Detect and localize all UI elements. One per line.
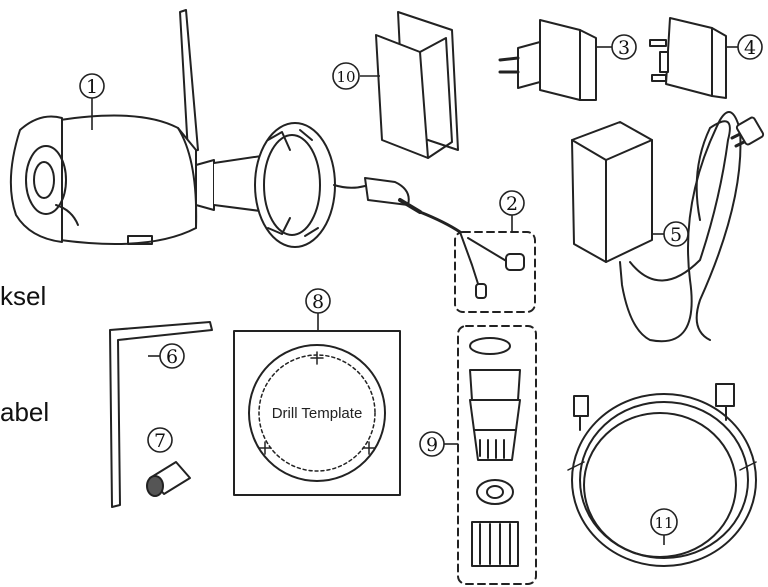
drill-template-label: Drill Template	[272, 405, 363, 422]
callout-10	[332, 62, 360, 90]
callout-2-text: 2	[506, 193, 518, 215]
callout-2	[499, 190, 525, 216]
side-label-top: ksel	[0, 281, 47, 311]
callout-3-text: 3	[618, 37, 630, 59]
callout-4	[737, 34, 763, 60]
callout-7	[147, 427, 173, 453]
uk-plug-icon	[649, 17, 727, 99]
callout-11	[650, 508, 678, 536]
waterproof-kit-icon	[457, 325, 537, 585]
template-icon	[233, 330, 401, 496]
callout-8-text: 8	[312, 291, 324, 313]
power-adapter-icon	[571, 111, 765, 343]
callout-8	[305, 288, 331, 314]
callout-3	[611, 34, 637, 60]
anchor-icon	[146, 461, 191, 497]
hex-key-icon	[109, 321, 213, 508]
callout-9-text: 9	[426, 434, 438, 456]
eu-plug-icon	[498, 19, 597, 101]
ethernet-cable-icon	[567, 383, 757, 567]
callout-10-text: 10	[336, 68, 355, 86]
callout-7-text: 7	[154, 430, 166, 452]
connector-icon	[454, 231, 536, 313]
callout-6-text: 6	[166, 346, 178, 368]
callout-1	[79, 73, 105, 99]
callout-5-text: 5	[670, 224, 682, 246]
manual-icon	[375, 11, 459, 159]
callout-1-text: 1	[86, 76, 98, 98]
callout-4-text: 4	[744, 37, 756, 59]
camera-icon	[9, 9, 462, 248]
callout-6	[159, 343, 185, 369]
callout-9	[419, 431, 445, 457]
callout-5	[663, 221, 689, 247]
callout-11-text: 11	[654, 514, 673, 532]
side-label-bottom: abel	[0, 397, 50, 427]
